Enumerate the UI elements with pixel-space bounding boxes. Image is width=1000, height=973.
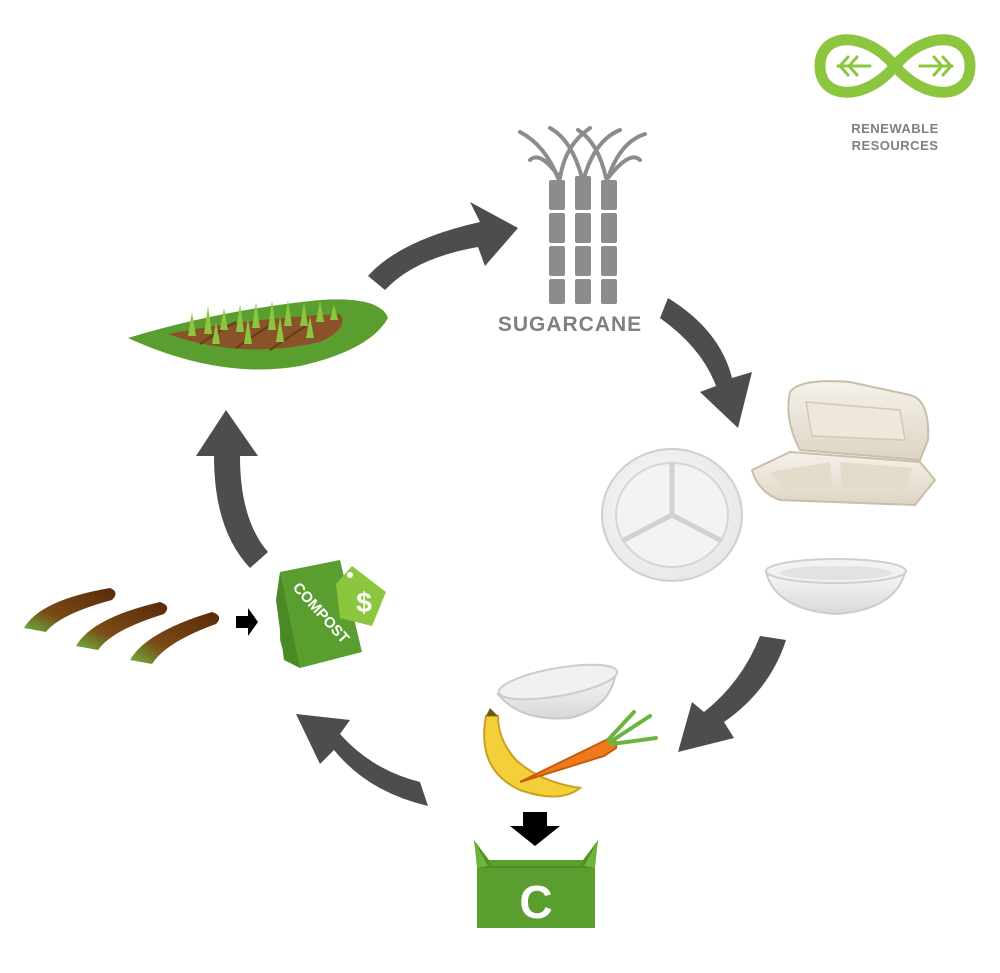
carrot-icon (519, 710, 658, 783)
bowl-icon (764, 558, 907, 616)
cycle-arrow-sugarcane-to-products (660, 298, 752, 428)
banana-icon (483, 708, 583, 798)
price-tag-symbol: $ (356, 587, 372, 618)
small-arrow-icon (236, 608, 258, 636)
bin-letter: C (519, 876, 552, 928)
compost-bin-icon: C (474, 840, 598, 928)
brand-line-2: RESOURCES (851, 138, 939, 153)
plate-icon (601, 448, 743, 582)
cycle-arrow-bin-to-compost (296, 714, 428, 806)
price-tag-icon: $ (336, 566, 386, 626)
field-icon (128, 299, 388, 370)
sugarcane-label: SUGARCANE (497, 313, 643, 336)
infinity-leaf-icon (814, 34, 976, 98)
small-bowl-icon (496, 663, 619, 720)
cycle-arrow-products-to-waste (678, 636, 786, 752)
sugarcane-icon (518, 126, 647, 304)
cycle-arrow-field-to-sugarcane (368, 202, 518, 290)
brand-line-1: RENEWABLE (851, 121, 939, 136)
compost-bag-icon: COMPOST $ (276, 560, 386, 668)
cycle-arrow-compost-to-field (196, 410, 268, 568)
down-arrow-icon (510, 812, 560, 846)
soil-strip-icon (24, 588, 220, 664)
clamshell-icon (750, 380, 937, 507)
